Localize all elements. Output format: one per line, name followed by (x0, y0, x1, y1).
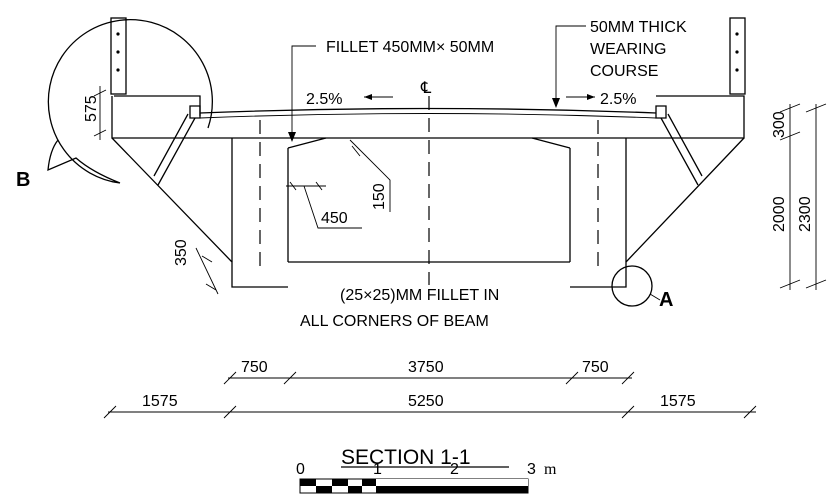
dim-row1-mid: 3750 (408, 359, 444, 376)
fillet-note: (25×25)MM FILLET IN ALL CORNERS OF BEAM (300, 287, 499, 330)
slope-left-label: 2.5% (306, 91, 342, 108)
dim-2300: 2300 (797, 196, 814, 232)
detail-a-callout: A (611, 265, 673, 311)
wearing-course-line-1: 50MM THICK (590, 19, 687, 36)
internal-dimensions: 575 150 450 350 (83, 86, 391, 295)
slope-right-label: 2.5% (600, 91, 636, 108)
dim-350: 350 (173, 239, 190, 266)
top-annotations: FILLET 450MM× 50MM 50MM THICK WEARING CO… (288, 19, 687, 142)
section-title-text: SECTION 1-1 (341, 446, 471, 469)
section-title: SECTION 1-1 (341, 446, 509, 469)
scale-tick-3: 3 (527, 461, 536, 478)
detail-b-callout: B (16, 19, 213, 191)
fillet-note-line-2: ALL CORNERS OF BEAM (300, 313, 489, 330)
dim-row2-left: 1575 (142, 393, 178, 410)
wearing-course-line-2: WEARING (590, 41, 666, 58)
fillet-note-line-1: (25×25)MM FILLET IN (340, 287, 499, 304)
dim-row1-right: 750 (582, 359, 609, 376)
scale-tick-0: 0 (296, 461, 305, 478)
scale-tick-2: 2 (450, 461, 459, 478)
dim-2000: 2000 (771, 196, 788, 232)
dim-150: 150 (371, 183, 388, 210)
detail-a-label: A (659, 289, 673, 311)
dim-row1-left: 750 (241, 359, 268, 376)
scale-unit: m (544, 461, 557, 478)
deck-structure (110, 17, 746, 288)
scale-tick-1: 1 (373, 461, 382, 478)
dim-row2-right: 1575 (660, 393, 696, 410)
wearing-course-line-3: COURSE (590, 63, 658, 80)
bottom-dimension-row-2: 1575 5250 1575 (103, 393, 757, 419)
right-dimensions: 300 2000 2300 (771, 103, 827, 290)
dim-300: 300 (771, 111, 788, 138)
dim-575: 575 (83, 95, 100, 122)
fillet-top-label: FILLET 450MM× 50MM (326, 39, 494, 56)
detail-b-label: B (16, 169, 30, 191)
bottom-dimension-row-1: 750 3750 750 (223, 359, 635, 385)
dim-row2-mid: 5250 (408, 393, 444, 410)
axis-lines: ℄ (259, 80, 599, 285)
scale-bar: 0 1 2 3 m (296, 461, 557, 494)
centerline-symbol: ℄ (420, 80, 432, 97)
dim-450: 450 (321, 210, 348, 227)
